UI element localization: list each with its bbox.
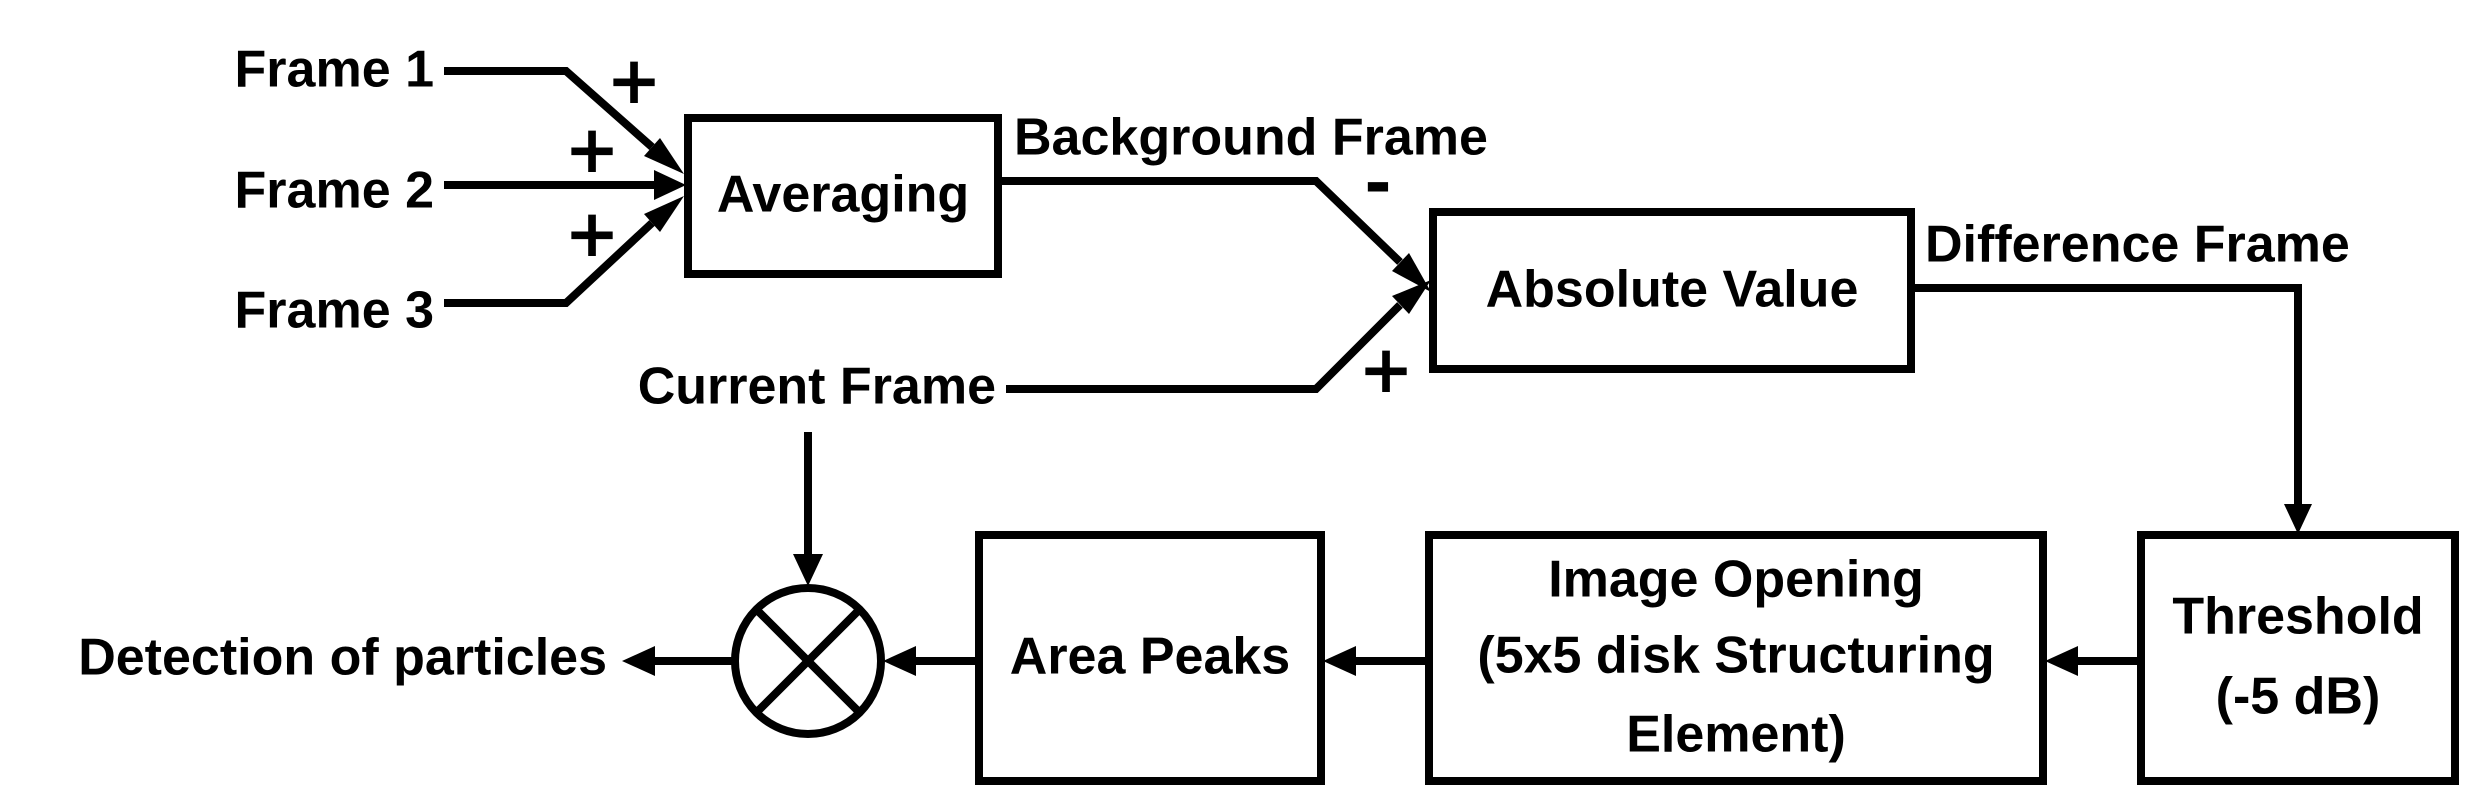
multiplier-symbol bbox=[731, 584, 885, 738]
frame3-line bbox=[444, 220, 655, 307]
background-arrowhead bbox=[1392, 253, 1431, 292]
difference-arrowhead bbox=[2284, 504, 2312, 534]
current-frame-label: Current Frame bbox=[638, 358, 996, 416]
current-frame-to-multiplier-arrowhead bbox=[793, 554, 823, 586]
frame2-label: Frame 2 bbox=[235, 162, 434, 220]
frame3-label: Frame 3 bbox=[235, 282, 434, 340]
averaging-block bbox=[684, 114, 1002, 278]
frame1-arrowhead bbox=[644, 138, 684, 174]
output-label: Detection of particles bbox=[78, 629, 607, 687]
background-sign: - bbox=[1364, 145, 1391, 222]
area-peaks-to-multiplier-arrowhead bbox=[883, 646, 916, 676]
difference-frame-label: Difference Frame bbox=[1925, 216, 2350, 274]
frame1-label: Frame 1 bbox=[235, 41, 434, 99]
difference-frame-line bbox=[1911, 284, 2302, 508]
image-opening-label-line2: (5x5 disk Structuring bbox=[1477, 627, 1994, 685]
background-frame-label: Background Frame bbox=[1014, 109, 1488, 167]
frame2-arrowhead bbox=[654, 170, 686, 200]
frame2-sign: + bbox=[564, 111, 619, 188]
current-arrowhead bbox=[1392, 280, 1431, 314]
threshold-to-opening-arrowhead bbox=[2045, 646, 2078, 676]
area-peaks-block bbox=[975, 531, 1325, 785]
averaging-label: Averaging bbox=[717, 166, 969, 224]
threshold-label-line2: (-5 dB) bbox=[2216, 668, 2381, 726]
current-frame-line bbox=[1006, 302, 1403, 393]
absolute-value-block bbox=[1429, 208, 1915, 373]
area-peaks-label: Area Peaks bbox=[1010, 628, 1290, 686]
image-opening-block bbox=[1425, 531, 2047, 785]
frame1-line bbox=[444, 67, 655, 150]
threshold-block bbox=[2137, 531, 2459, 785]
image-opening-label-line3: Element) bbox=[1626, 706, 1846, 764]
output-arrowhead bbox=[622, 646, 655, 676]
current-sign: + bbox=[1358, 331, 1413, 408]
opening-to-area-peaks-arrowhead bbox=[1323, 646, 1356, 676]
frame3-arrowhead bbox=[644, 196, 684, 232]
absolute-value-label: Absolute Value bbox=[1486, 261, 1859, 319]
threshold-label-line1: Threshold bbox=[2172, 588, 2423, 646]
background-frame-line bbox=[998, 177, 1403, 265]
image-opening-label-line1: Image Opening bbox=[1548, 551, 1924, 609]
frame1-sign: + bbox=[606, 42, 661, 119]
